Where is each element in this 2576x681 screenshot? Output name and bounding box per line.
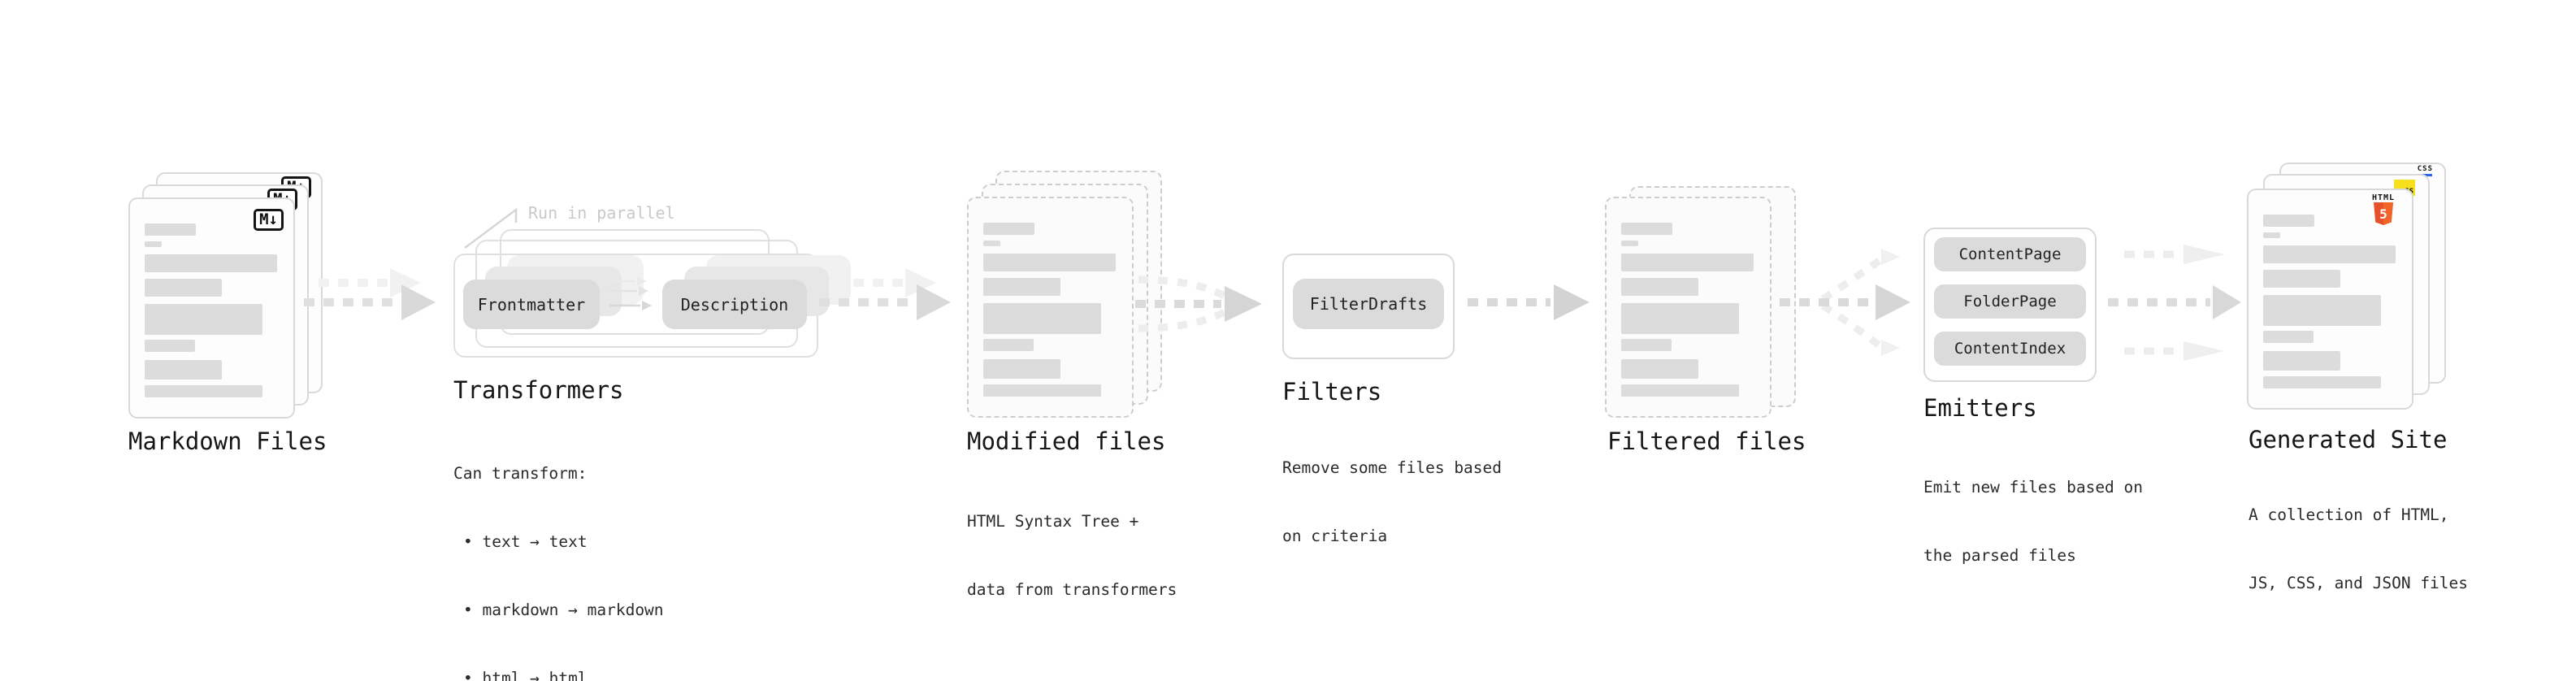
emitters-description: Emit new files based on the parsed files (1923, 431, 2143, 613)
filtered-files-label: Filtered files (1607, 427, 1806, 455)
description-line: JS, CSS, and JSON files (2249, 574, 2469, 592)
flow-arrow-modified-to-filters-icon (1135, 275, 1262, 332)
emitter-pill-folderpage: FolderPage (1934, 284, 2086, 319)
generated-site-label: Generated Site (2249, 426, 2448, 453)
transformer-pill-description: Description (662, 280, 807, 329)
flow-arrow-transformers-to-modified-icon (819, 268, 951, 320)
description-line: data from transformers (967, 580, 1177, 599)
html5-file-icon: HTML 5 (2365, 194, 2402, 229)
flow-arrow-markdown-to-transformers-icon (304, 268, 436, 320)
svg-text:5: 5 (2379, 206, 2387, 222)
emitters-label: Emitters (1923, 394, 2037, 422)
flow-arrow-filters-to-filtered-icon (1468, 284, 1589, 320)
flow-arrow-filtered-to-emitters-icon (1780, 249, 1910, 356)
transformer-pill-frontmatter: Frontmatter (463, 280, 600, 329)
description-line: HTML Syntax Tree + (967, 512, 1139, 531)
modified-files-label: Modified files (967, 427, 1166, 455)
modified-file-card-front (967, 197, 1134, 418)
markdown-files-label: Markdown Files (128, 427, 327, 455)
emitter-pill-contentindex: ContentIndex (1934, 332, 2086, 366)
html5-shield-icon: 5 (2374, 202, 2393, 225)
site-file-card-html: HTML 5 (2247, 189, 2413, 410)
filtered-file-card-front (1605, 197, 1772, 418)
html5-icon-word: HTML (2371, 193, 2396, 202)
description-line: A collection of HTML, (2249, 505, 2449, 524)
generated-site-description: A collection of HTML, JS, CSS, and JSON … (2249, 458, 2468, 640)
transformers-description: Can transform: • text → text • markdown … (453, 417, 664, 681)
emitter-pill-contentpage: ContentPage (1934, 237, 2086, 271)
filters-label: Filters (1282, 378, 1382, 406)
description-line: Emit new files based on (1923, 478, 2144, 497)
markdown-icon: M↓ (254, 209, 284, 231)
description-line: Can transform: (453, 464, 588, 483)
description-line: the parsed files (1923, 546, 2076, 565)
filter-pill-filterdrafts: FilterDrafts (1293, 279, 1444, 329)
modified-files-description: HTML Syntax Tree + data from transformer… (967, 465, 1177, 647)
description-line: • markdown → markdown (463, 601, 664, 619)
markdown-file-card-front: M↓ (128, 197, 295, 419)
filters-description: Remove some files based on criteria (1282, 411, 1502, 593)
description-line: • text → text (463, 532, 588, 551)
run-in-parallel-pointer-icon (464, 207, 518, 249)
description-line: • html → html (463, 669, 588, 681)
description-line: Remove some files based (1282, 458, 1503, 477)
flow-arrow-emitters-to-site-icon (2108, 245, 2241, 361)
css-icon-text: CSS (2417, 165, 2433, 173)
run-in-parallel-annotation: Run in parallel (528, 203, 675, 223)
transformers-label: Transformers (453, 376, 624, 404)
parallel-arrows-icon (609, 277, 652, 310)
description-line: on criteria (1282, 527, 1388, 545)
